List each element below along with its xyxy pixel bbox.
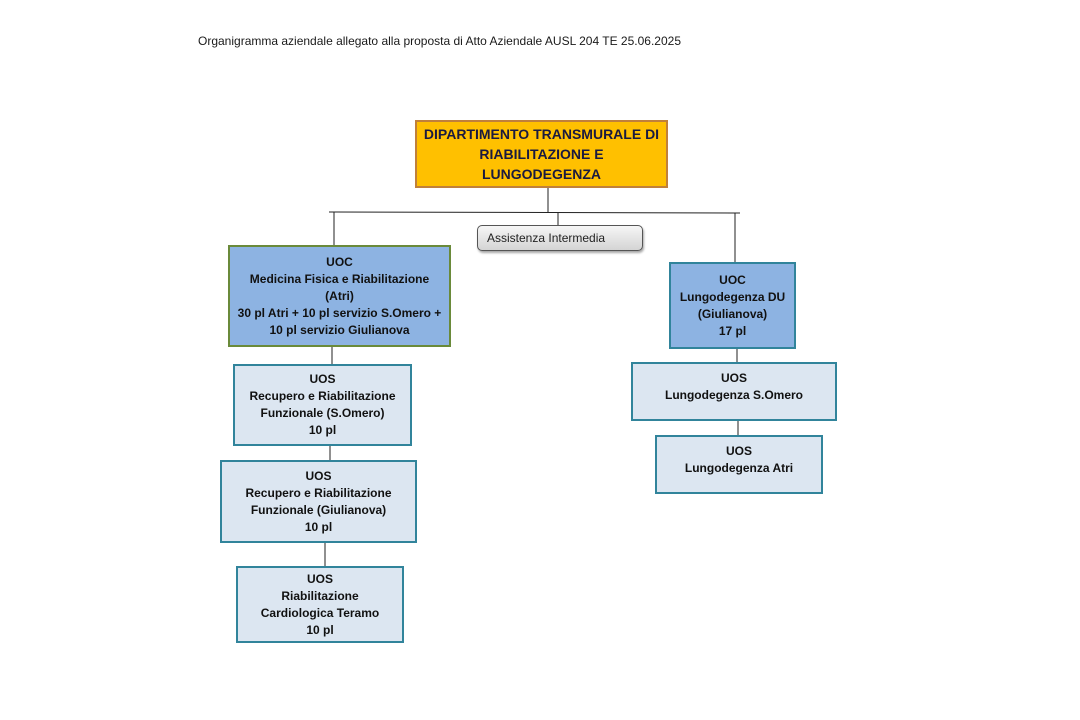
unit-beds: 10 pl xyxy=(306,622,334,637)
unit-name: Medicina Fisica e Riabilitazione xyxy=(249,271,430,286)
unit-location: (Giulianova) xyxy=(697,306,768,321)
connector-horizontal-bar xyxy=(333,211,736,214)
unit-type-label: UOS xyxy=(720,371,747,385)
department-title-line-1: DIPARTIMENTO TRANSMURALE DI xyxy=(423,126,660,142)
department-title-line-2: RIABILITAZIONE E LUNGODEGENZA xyxy=(479,146,604,182)
unit-name-continued: Cardiologica Teramo xyxy=(260,605,380,620)
unit-type-label: UOC xyxy=(326,254,353,269)
uoc-medicina-fisica-box: UOC Medicina Fisica e Riabilitazione (At… xyxy=(228,245,451,347)
unit-type-label: UOS xyxy=(725,444,752,458)
unit-type-label: UOS xyxy=(309,372,336,386)
unit-beds: 10 pl xyxy=(308,423,337,437)
unit-name-continued: Funzionale (S.Omero) xyxy=(260,406,385,420)
unit-location: (Atri) xyxy=(325,288,354,303)
unit-name-continued: Funzionale (Giulianova) xyxy=(250,502,387,517)
unit-name: Recupero e Riabilitazione xyxy=(249,389,396,403)
document-header-note: Organigramma aziendale allegato alla pro… xyxy=(198,34,681,48)
uos-riabilitazione-cardiologica-box: UOS Riabilitazione Cardiologica Teramo 1… xyxy=(236,566,404,643)
unit-type-label: UOS xyxy=(306,571,333,586)
unit-beds: 17 pl xyxy=(718,323,747,338)
unit-beds: 30 pl Atri + 10 pl servizio S.Omero + xyxy=(237,305,442,320)
department-box: DIPARTIMENTO TRANSMURALE DI RIABILITAZIO… xyxy=(415,120,668,188)
uos-recupero-giulianova-box: UOS Recupero e Riabilitazione Funzionale… xyxy=(220,460,417,543)
unit-name: Lungodegenza Atri xyxy=(684,461,794,475)
unit-beds: 10 pl xyxy=(304,519,333,534)
unit-type-label: UOS xyxy=(305,468,332,483)
unit-name: Lungodegenza DU xyxy=(679,289,786,304)
unit-name: Recupero e Riabilitazione xyxy=(245,485,392,500)
uos-lungodegenza-atri-box: UOS Lungodegenza Atri xyxy=(655,435,823,494)
unit-type-label: UOC xyxy=(719,272,746,287)
assistenza-intermedia-box: Assistenza Intermedia xyxy=(477,225,643,251)
uoc-lungodegenza-box: UOC Lungodegenza DU (Giulianova) 17 pl xyxy=(669,262,796,349)
uos-lungodegenza-somero-box: UOS Lungodegenza S.Omero xyxy=(631,362,837,421)
unit-name: Lungodegenza S.Omero xyxy=(664,388,803,402)
unit-beds-continued: 10 pl servizio Giulianova xyxy=(269,322,410,337)
unit-name: Riabilitazione xyxy=(281,588,359,603)
uos-recupero-somero-box: UOS Recupero e Riabilitazione Funzionale… xyxy=(233,364,412,446)
